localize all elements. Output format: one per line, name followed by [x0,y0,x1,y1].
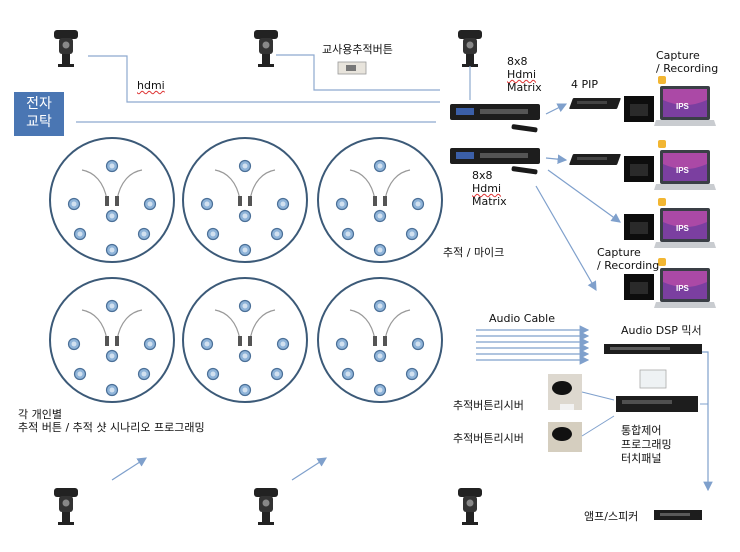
capture-top-label-1: Capture [656,49,700,62]
tracking-mic-label: 추적 / 마이크 [443,246,505,259]
amp-label: 앰프/스피커 [584,510,639,523]
video-thumbnail-1 [624,96,654,122]
camera-icon-bottom-left [54,488,78,525]
matrix-bottom-label-3: Matrix [472,195,507,208]
scenario-label-2: 추적 버튼 / 추적 샷 시나리오 프로그래밍 [18,421,205,434]
capture-mid-label-1: Capture [597,246,641,259]
laptop-icon-1 [654,76,716,126]
touch-panel-device [639,369,667,389]
audio-cable-label: Audio Cable [489,312,555,325]
podium-label-line1: 전자 [26,96,52,112]
hdmi-label: hdmi [137,79,165,92]
matrix-device-bottom [450,148,540,164]
matrix-top-label-3: Matrix [507,81,542,94]
camera-icon-bottom-center [254,488,278,525]
remote-icon-bottom [511,166,538,175]
control-label-1: 통합제어 [621,424,662,437]
laptop-screen-label-2: IPS [676,166,690,175]
laptop-screen-label-1: IPS [676,102,690,111]
laptop-icon-4 [654,258,716,308]
scenario-label-1: 각 개인별 [18,408,62,421]
arrow-matrix-to-pip2 [545,154,568,164]
matrix-bottom-label-1: 8x8 [472,169,493,182]
arrow-bottom-center [291,457,328,481]
podium-label-line2: 교탁 [26,114,52,130]
seating-pod-5 [183,278,307,402]
control-label-3: 터치패널 [621,452,662,465]
matrix-top-label-2: Hdmi [507,68,537,81]
receiver-label-2: 추적버튼리시버 [453,432,524,445]
capture-mid-label-2: / Recording [597,259,660,272]
laptop-icon-2 [654,140,716,190]
camera-icon-top-right [458,30,482,67]
laptop-icon-3 [654,198,716,248]
arrow-bottom-left [111,457,148,481]
pip-device-top [568,98,621,109]
electronic-podium: 전자 교탁 [14,92,64,136]
receiver-label-1: 추적버튼리시버 [453,399,524,412]
video-thumbnail-2 [624,156,654,182]
laptop-screen-label-4: IPS [676,284,690,293]
video-thumbnail-4 [624,274,654,300]
control-label-2: 프로그래밍 [621,438,672,451]
matrix-bottom-label-2: Hdmi [472,182,502,195]
seating-pod-1 [50,138,174,262]
pip-device-mid [568,154,621,165]
audio-cable-lines [476,325,590,365]
camera-icon-top-center [254,30,278,67]
seating-pod-4 [50,278,174,402]
dsp-to-amp-line [702,351,713,492]
camera-icon-bottom-right [458,488,482,525]
seating-pod-2 [183,138,307,262]
laptop-screen-label-3: IPS [676,224,690,233]
matrix-top-label-1: 8x8 [507,55,528,68]
camera-icon-top-left [54,30,78,67]
camera-line-center [276,54,440,91]
pip-label: 4 PIP [571,78,599,91]
arrow-to-laptop-4 [535,185,597,292]
teacher-button-label: 교사용추적버튼 [322,43,393,56]
arrow-matrix-to-pip [545,103,568,115]
capture-top-label-2: / Recording [656,62,719,75]
seating-pod-6 [318,278,442,402]
hdmi-line [88,55,440,103]
arrow-to-laptop-3 [547,169,621,223]
matrix-device-top [450,104,540,120]
audio-dsp-label: Audio DSP 믹서 [621,324,702,337]
seating-pod-3 [318,138,442,262]
video-thumbnail-3 [624,214,654,240]
remote-icon-top [511,124,538,133]
